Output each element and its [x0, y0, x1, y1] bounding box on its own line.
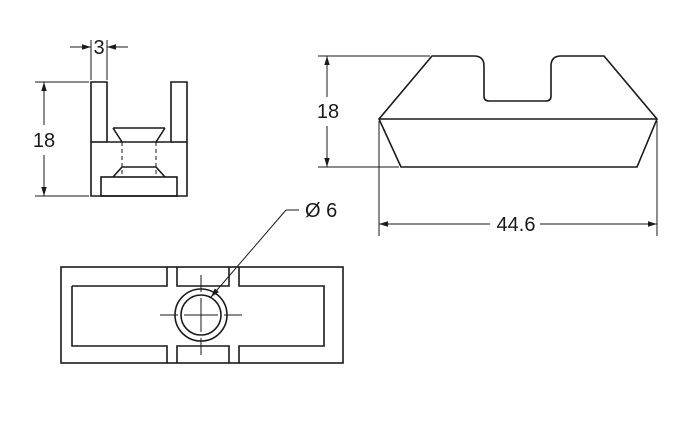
dim-front-height: 18 [317, 101, 339, 123]
dim-side-height: 18 [33, 130, 55, 152]
side-view-outline [90, 81, 188, 197]
front-view-outline [378, 55, 658, 168]
top-view-outer [60, 266, 344, 364]
dim-side-width: 3 [93, 37, 104, 59]
dim-front-length: 44.6 [497, 214, 536, 236]
hole-inner [180, 294, 222, 336]
top-view: Ø 6 [60, 200, 344, 364]
leader-arrow [210, 209, 287, 298]
front-view: 18 44.6 [317, 55, 658, 236]
side-view: 3 18 [33, 37, 188, 197]
counterbore [112, 166, 166, 178]
countersink [112, 127, 166, 143]
dim-hole-diameter: Ø 6 [305, 200, 337, 222]
side-view-recess [100, 176, 178, 197]
top-view-inner [71, 267, 325, 363]
